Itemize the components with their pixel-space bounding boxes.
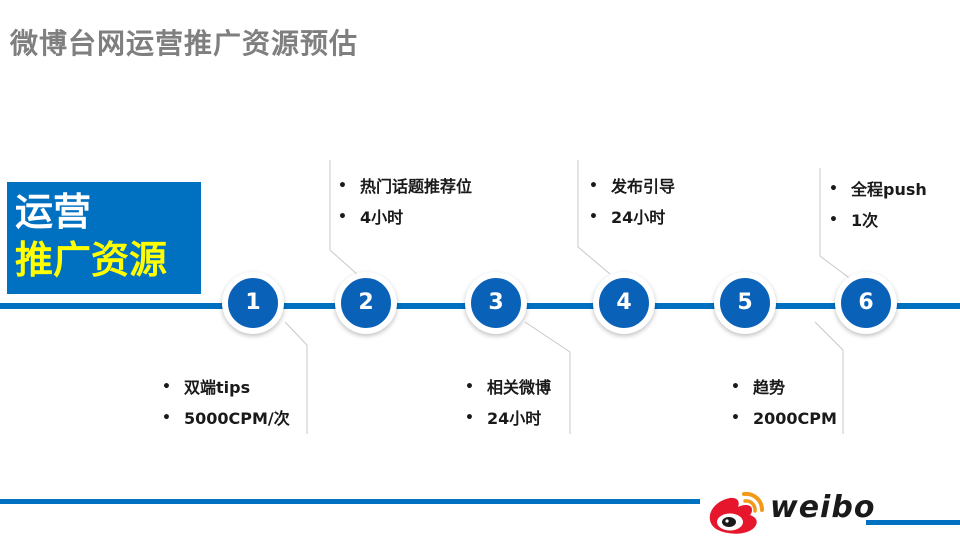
callout-line-6 <box>819 255 853 281</box>
callout-line-2 <box>329 249 359 276</box>
resource-list-3: •相关微博 •24小时 <box>461 372 551 434</box>
resource-list-5: •趋势 •2000CPM <box>727 372 837 434</box>
list-item: •5000CPM/次 <box>162 409 290 428</box>
timeline-node-2: 2 <box>335 272 397 334</box>
footer-bar-left <box>0 499 700 504</box>
page-title: 微博台网运营推广资源预估 <box>10 27 359 60</box>
list-item: •4小时 <box>338 208 404 227</box>
footer-bar-right <box>866 520 960 525</box>
badge-line-2: 推广资源 <box>15 238 168 282</box>
badge-line-1: 运营 <box>15 190 92 234</box>
list-item: •发布引导 <box>589 177 676 196</box>
list-item: •热门话题推荐位 <box>338 177 473 196</box>
timeline-node-1: 1 <box>222 272 284 334</box>
timeline-node-3: 3 <box>465 272 527 334</box>
weibo-logo-text: weibo <box>770 490 876 525</box>
list-item: •趋势 <box>731 378 786 397</box>
list-item: •24小时 <box>465 409 542 428</box>
resource-list-1: •双端tips •5000CPM/次 <box>158 372 290 434</box>
timeline-node-5: 5 <box>714 272 776 334</box>
section-badge: 运营 推广资源 <box>7 182 201 294</box>
list-item: •双端tips <box>162 378 251 397</box>
callout-line-1 <box>284 321 308 346</box>
callout-line-5 <box>814 321 844 351</box>
timeline-node-4: 4 <box>593 272 655 334</box>
callout-line-4 <box>577 246 611 275</box>
list-item: •全程push <box>829 180 927 199</box>
callout-line-3 <box>524 321 571 353</box>
timeline-node-6: 6 <box>835 272 897 334</box>
resource-list-2: •热门话题推荐位 •4小时 <box>334 171 472 233</box>
list-item: •1次 <box>829 211 879 230</box>
weibo-logo: weibo <box>704 486 874 536</box>
list-item: •2000CPM <box>731 409 837 428</box>
list-item: •24小时 <box>589 208 666 227</box>
resource-list-4: •发布引导 •24小时 <box>585 171 675 233</box>
weibo-eye-icon <box>709 491 765 534</box>
list-item: •相关微博 <box>465 378 552 397</box>
resource-list-6: •全程push •1次 <box>825 174 927 236</box>
